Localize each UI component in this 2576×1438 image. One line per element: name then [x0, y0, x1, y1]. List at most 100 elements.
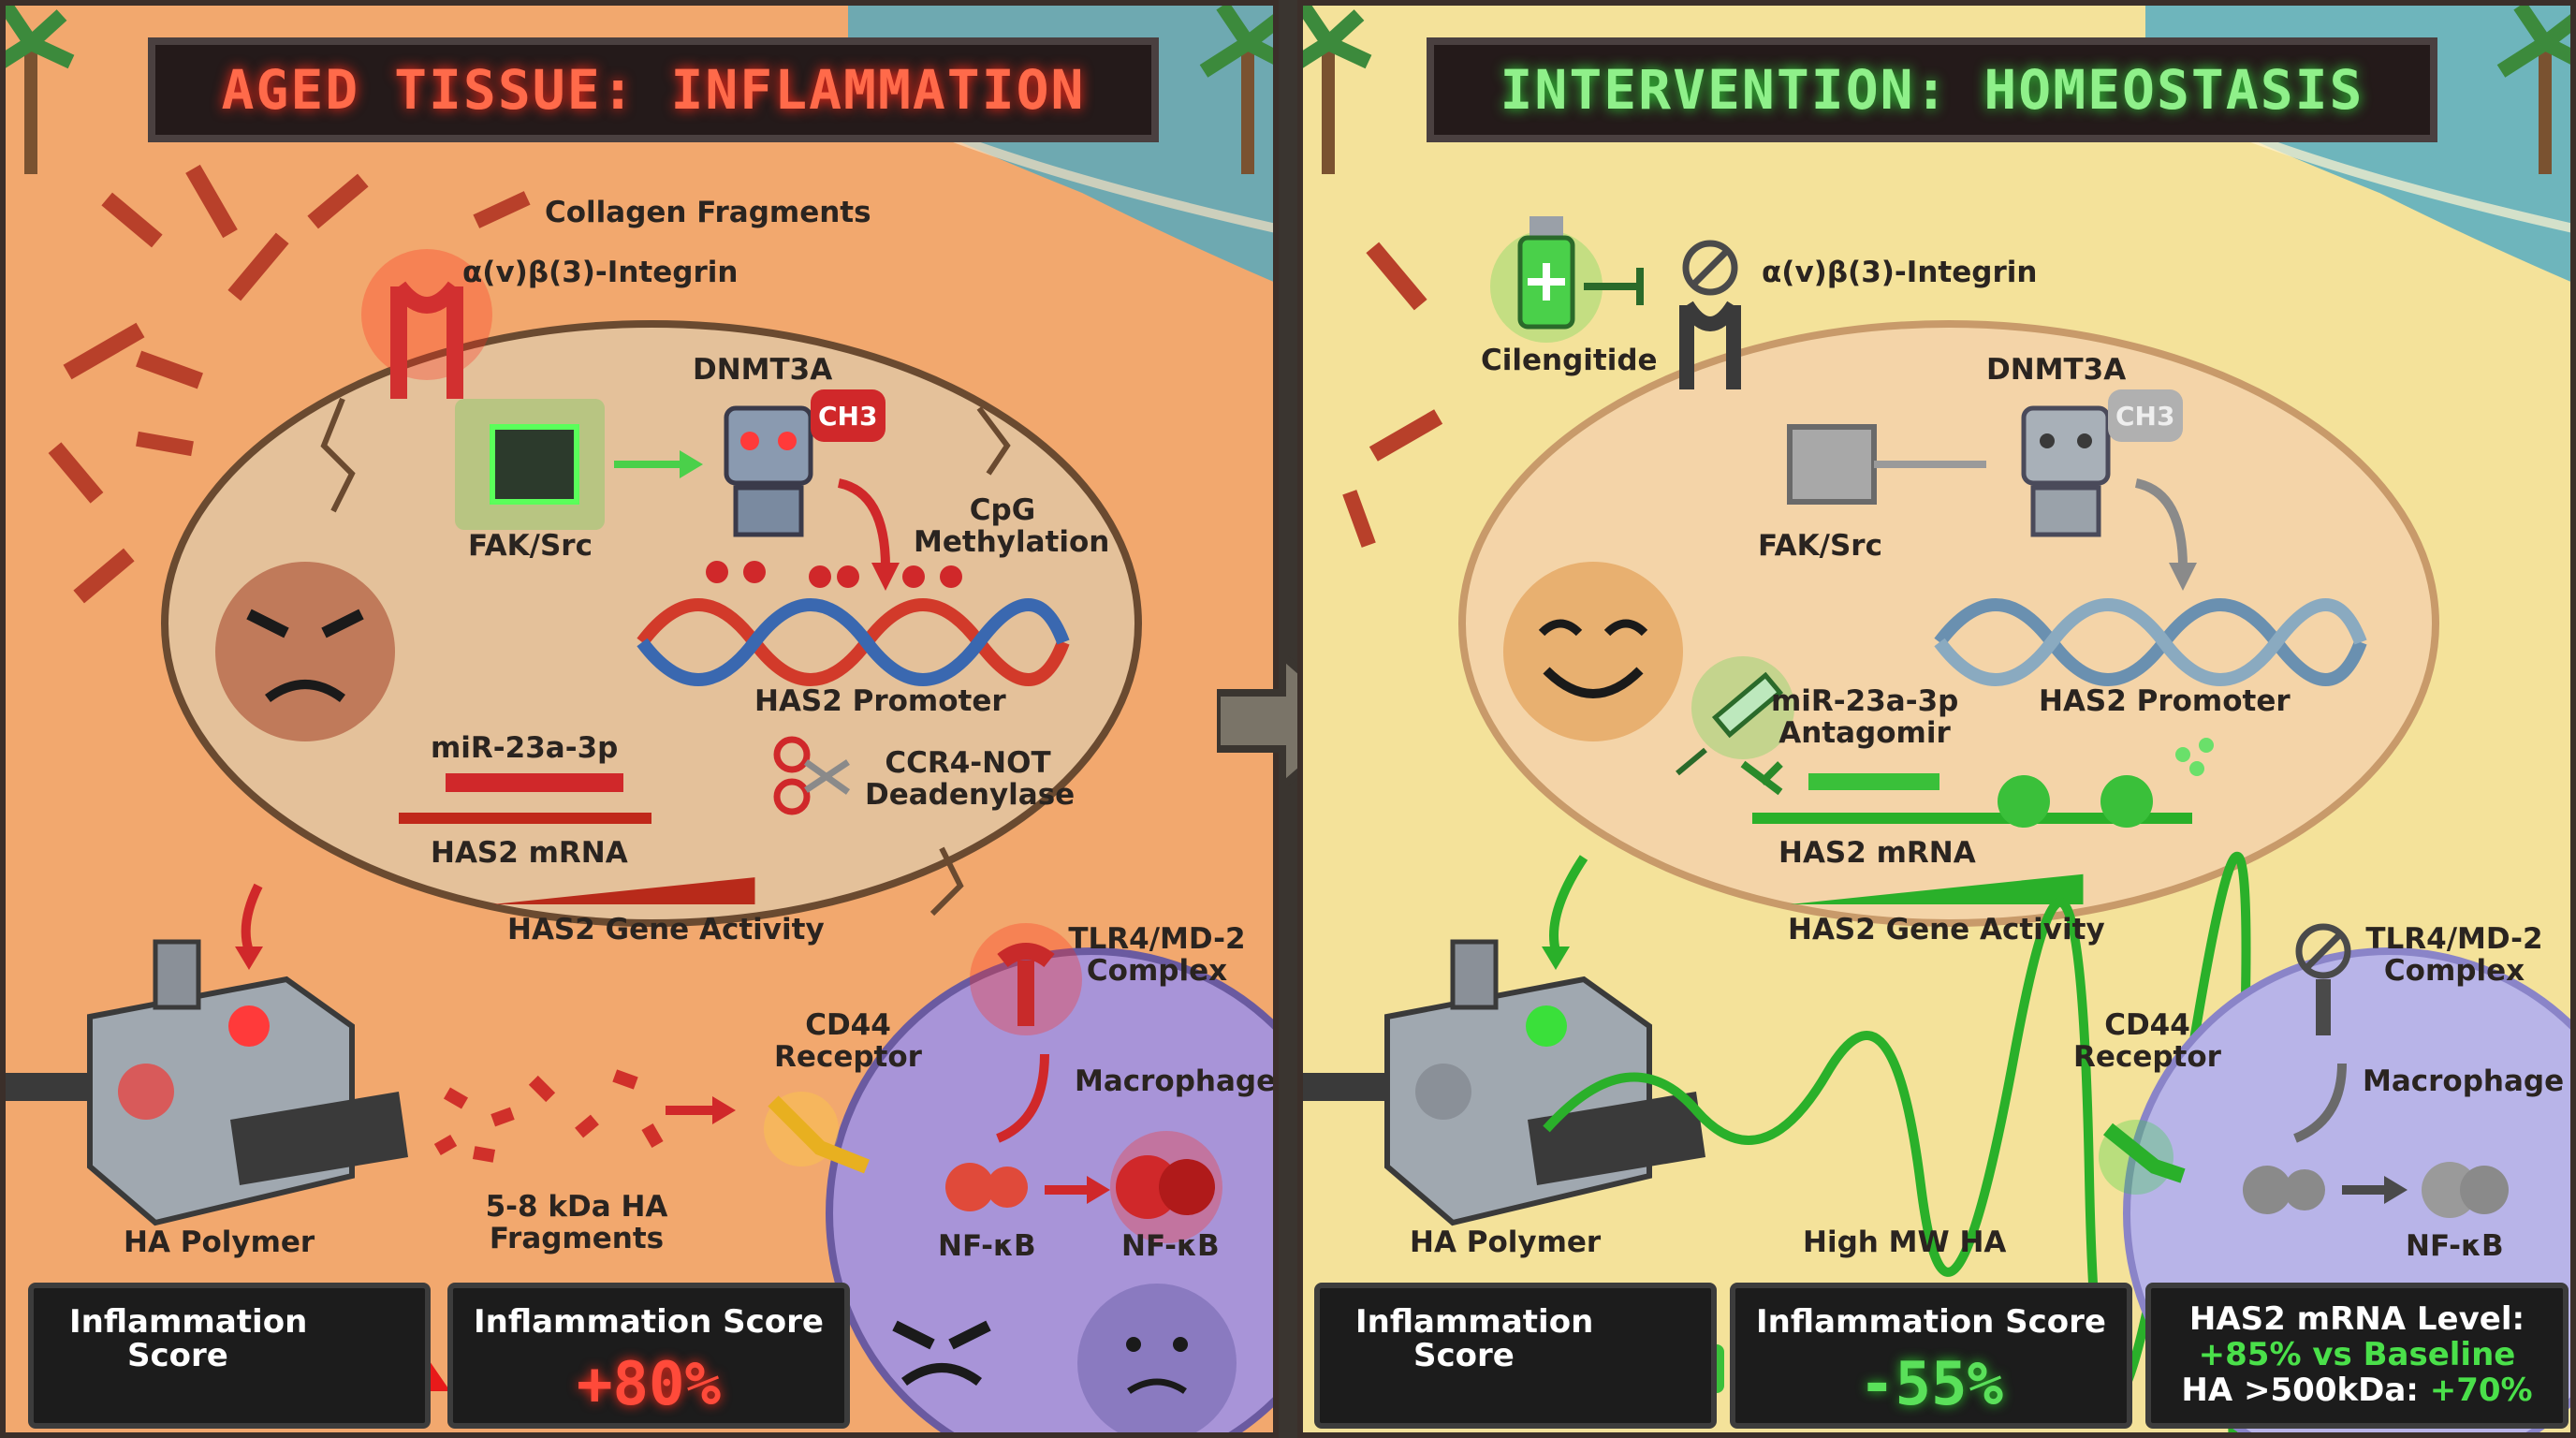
blocked-tlr4-icon: [2295, 923, 2351, 1035]
indicator-title: Inflammation Score: [69, 1305, 425, 1372]
intervention-panel: INTERVENTION: HOMEOSTASIS Cilengitide α(…: [1297, 0, 2576, 1438]
antagomir-label: miR-23a-3p Antagomir: [1771, 685, 1958, 749]
ha-fragments-label: 5-8 kDa HA Fragments: [474, 1191, 680, 1255]
fragments-line1: 5-8 kDa HA: [485, 1190, 668, 1224]
palm-tree-icon: [1199, 6, 1273, 174]
dna-helix-has2-promoter: [637, 561, 1070, 686]
score-value: +80%: [576, 1350, 722, 1419]
aged-tissue-scene: [6, 6, 1273, 1432]
ha-polymer-label: HA Polymer: [124, 1225, 315, 1259]
inflammation-indicator-box: Inflammation Score: [1314, 1283, 1717, 1429]
tlr4-line2: Complex: [1086, 954, 1228, 988]
palm-tree-icon: [1303, 6, 1372, 174]
gene-activity-label: HAS2 Gene Activity: [507, 913, 825, 946]
integrin-label: α(v)β(3)-Integrin: [1762, 256, 2038, 289]
antagomir-line1: miR-23a-3p: [1771, 684, 1959, 718]
tlr4-line2: Complex: [2383, 954, 2525, 988]
scissors-icon: [773, 736, 851, 815]
blocked-integrin-icon: [1679, 240, 1741, 389]
ch3-label: CH3: [2115, 401, 2175, 432]
integrin-receptor-icon: [361, 249, 492, 399]
has2-promoter-label: HAS2 Promoter: [754, 684, 1006, 718]
score-title: Inflammation Score: [474, 1303, 824, 1341]
angry-face-icon: [892, 1320, 991, 1387]
aged-tissue-panel: AGED TISSUE: INFLAMMATION Collagen Fragm…: [0, 0, 1279, 1438]
fak-src-chip-icon: [455, 399, 703, 530]
indicator-line1: Inflammation: [1355, 1303, 1594, 1341]
ccr4-not-label: CCR4-NOT Deadenylase: [865, 746, 1076, 812]
collagen-fragments-label: Collagen Fragments: [545, 196, 871, 229]
nfkb-resting-icon: [2422, 1162, 2509, 1218]
tlr4-label: TLR4/MD-2 Complex: [1063, 923, 1251, 987]
nfkb-label: NF-κB: [2406, 1229, 2504, 1263]
cpg-line2: Methylation: [914, 525, 1110, 559]
ribosome-icon: [1998, 738, 2214, 828]
ha-fragments: [433, 1069, 664, 1163]
ch3-badge-icon: [2108, 389, 2183, 442]
indicator-line2: Score: [1413, 1337, 1515, 1374]
has2-mrna-label: HAS2 mRNA: [1778, 836, 1976, 870]
ccr4-line2: Deadenylase: [865, 778, 1076, 812]
dnmt3a-robot-icon: [2021, 405, 2111, 537]
inflammation-indicator-box: Inflammation Score: [28, 1283, 431, 1429]
dnmt3a-robot-icon: [724, 405, 813, 537]
inflammation-score-box: Inflammation Score +80%: [447, 1283, 850, 1429]
score-title: Inflammation Score: [1756, 1303, 2106, 1341]
mirna-label: miR-23a-3p: [431, 731, 619, 765]
nfkb-label-2: NF-κB: [1121, 1229, 1220, 1263]
cd44-line1: CD44: [805, 1008, 891, 1042]
has2-mrna-label: HAS2 mRNA: [431, 836, 628, 870]
tlr4-label: TLR4/MD-2 Complex: [2361, 923, 2548, 987]
has2-stats-box: HAS2 mRNA Level: +85% vs Baseline HA >50…: [2145, 1283, 2569, 1429]
angry-cell-face-icon: [215, 562, 395, 741]
happy-cell-face-icon: [1503, 562, 1683, 741]
panel-title: INTERVENTION: HOMEOSTASIS: [1427, 37, 2437, 142]
palm-tree-icon: [6, 6, 75, 174]
fak-src-chip-icon: [1787, 424, 1986, 505]
gene-activity-label: HAS2 Gene Activity: [1788, 913, 2105, 946]
stats-line3: HA >500kDa: +70%: [2151, 1372, 2563, 1408]
stats-line2: +85% vs Baseline: [2198, 1336, 2516, 1373]
cpg-methylation-label: CpG Methylation: [914, 493, 1110, 559]
inflammation-score-box: Inflammation Score -55%: [1730, 1283, 2132, 1429]
antagomir-syringe-icon: [1676, 656, 1794, 796]
antagomir-line2: Antagomir: [1778, 716, 1951, 750]
ccr4-line1: CCR4-NOT: [885, 746, 1051, 780]
indicator-line1: Inflammation: [69, 1303, 308, 1341]
dnmt3a-label: DNMT3A: [1986, 353, 2127, 387]
cpg-line1: CpG: [969, 493, 1036, 527]
has2-mrna-strand: [399, 813, 651, 824]
fak-src-label: FAK/Src: [468, 529, 593, 563]
high-mw-ha-label: High MW HA: [1803, 1225, 2007, 1259]
cilengitide-vial-icon: [1490, 216, 1644, 343]
nfkb-inactive-icon: [2243, 1166, 2325, 1214]
has2-mrna-strand: [1752, 773, 2192, 824]
macrophage-label: Macrophage: [1075, 1064, 1277, 1098]
palm-tree-icon: [2496, 6, 2570, 174]
fragments-line2: Fragments: [489, 1222, 665, 1255]
tlr4-line1: TLR4/MD-2: [2365, 922, 2543, 956]
fak-src-label: FAK/Src: [1758, 529, 1882, 563]
cilengitide-label: Cilengitide: [1481, 344, 1658, 377]
macrophage-label: Macrophage: [2363, 1064, 2565, 1098]
cd44-label: CD44 Receptor: [773, 1009, 923, 1073]
stats-line1: HAS2 mRNA Level:: [2188, 1300, 2525, 1338]
tlr4-line1: TLR4/MD-2: [1068, 922, 1246, 956]
stats-line3-value: +70%: [2429, 1372, 2533, 1409]
ch3-badge-icon: [811, 389, 886, 442]
sad-macrophage-face-icon: [1077, 1284, 1237, 1432]
mirna-strand: [446, 773, 623, 792]
collagen-fragments: [48, 164, 531, 604]
has2-gene-activity-bar: [1790, 873, 2084, 904]
indicator-line2: Score: [127, 1337, 228, 1374]
dnmt3a-label: DNMT3A: [693, 353, 833, 387]
indicator-title: Inflammation Score: [1355, 1305, 1711, 1372]
dna-helix-has2-promoter: [1934, 598, 2367, 686]
stats-line3-label: HA >500kDa:: [2181, 1372, 2430, 1409]
nfkb-inactive-icon: [945, 1163, 1028, 1211]
panel-title: AGED TISSUE: INFLAMMATION: [148, 37, 1159, 142]
ha-polymer-machine-icon: [6, 939, 408, 1226]
integrin-label: α(v)β(3)-Integrin: [462, 256, 739, 289]
cd44-line2: Receptor: [2073, 1040, 2221, 1074]
cd44-label: CD44 Receptor: [2072, 1009, 2222, 1073]
